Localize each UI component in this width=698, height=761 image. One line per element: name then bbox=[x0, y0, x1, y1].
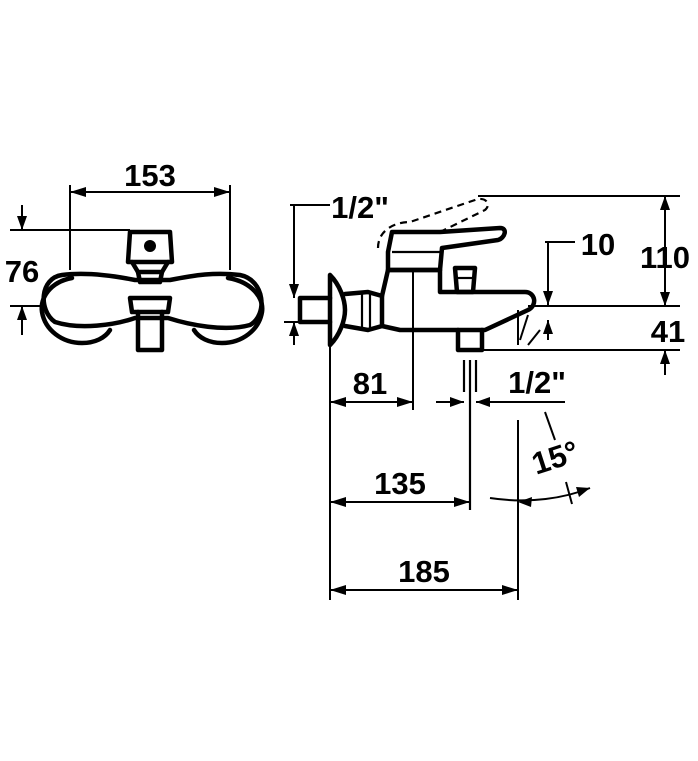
front-view-body bbox=[41, 271, 264, 331]
mixer-body bbox=[379, 267, 537, 333]
front-outlet-collar bbox=[127, 295, 173, 315]
dim-41-label: 41 bbox=[651, 314, 685, 349]
right-eccentric bbox=[191, 275, 265, 346]
front-lever-dot bbox=[144, 240, 156, 252]
diverter-knob bbox=[452, 265, 478, 295]
side-view: 1/2" 10 110 41 81 1/2" bbox=[284, 190, 690, 600]
inlet-nut bbox=[342, 289, 385, 333]
front-lever-stem bbox=[129, 259, 171, 275]
dim-angle-label: 15° bbox=[528, 434, 583, 482]
dim-76-label: 76 bbox=[5, 254, 39, 289]
dim-153-label: 153 bbox=[124, 158, 176, 193]
dim-135-label: 135 bbox=[374, 466, 426, 501]
lever-handle bbox=[385, 225, 507, 273]
wall-plate bbox=[327, 272, 348, 348]
spout-outlet bbox=[455, 327, 485, 353]
front-outlet bbox=[135, 309, 165, 353]
dim-inlet-thread-label: 1/2" bbox=[331, 190, 389, 225]
dim-outlet-thread-label: 1/2" bbox=[508, 365, 566, 400]
left-eccentric bbox=[39, 275, 113, 346]
front-cartridge bbox=[135, 269, 165, 285]
angle-arc bbox=[489, 487, 591, 502]
front-view: 153 76 bbox=[5, 158, 265, 353]
dim-10-label: 10 bbox=[581, 227, 615, 262]
lever-raised-position bbox=[376, 197, 489, 249]
front-lever-block bbox=[125, 229, 175, 265]
dim-185-label: 185 bbox=[398, 554, 450, 589]
dim-81-label: 81 bbox=[353, 366, 387, 401]
inlet-pipe bbox=[297, 295, 333, 325]
dim-110-label: 110 bbox=[640, 240, 690, 275]
